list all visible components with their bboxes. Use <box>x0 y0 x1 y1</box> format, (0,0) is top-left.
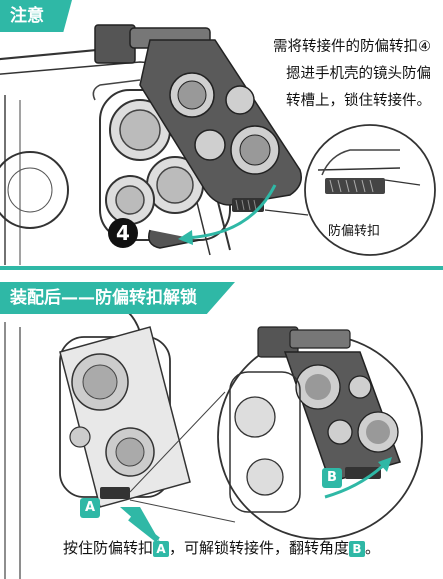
caption-part-3: 。 <box>365 539 381 557</box>
label-b-badge: B <box>322 468 342 488</box>
phone-adapter-illustration-1 <box>0 24 436 265</box>
unlock-banner: 装配后——防偏转扣解锁 <box>0 282 235 314</box>
section-divider <box>0 266 443 270</box>
caption-part-1: 按住防偏转扣 <box>62 539 153 557</box>
instruction-line-3: 转槽上，锁住转接件。 <box>286 93 431 109</box>
anti-rotation-clip-callout: 防偏转扣 <box>328 224 381 239</box>
caption-part-2: ，可解锁转接件，翻转角度 <box>168 539 349 557</box>
phone-adapter-illustration-2 <box>0 301 423 579</box>
unlock-panel: 装配后——防偏转扣解锁 A B <box>0 282 443 579</box>
step-number-badge: 4 <box>108 218 138 248</box>
caption-badge-b: B <box>349 540 365 557</box>
instruction-text: 需将转接件的防偏转扣④ 摁进手机壳的镜头防偏 转槽上，锁住转接件。 <box>273 34 431 115</box>
label-a-badge: A <box>80 498 100 518</box>
attention-banner: 注意 <box>0 0 72 32</box>
caption-badge-a: A <box>152 540 169 557</box>
attention-panel: 注意 需将转接件的防偏转扣④ 摁进手机壳的镜头防偏 转槽上，锁住转接件。 防偏转… <box>0 0 443 265</box>
instruction-line-1: 需将转接件的防偏转扣④ <box>273 39 431 55</box>
instruction-line-2: 摁进手机壳的镜头防偏 <box>286 66 431 82</box>
